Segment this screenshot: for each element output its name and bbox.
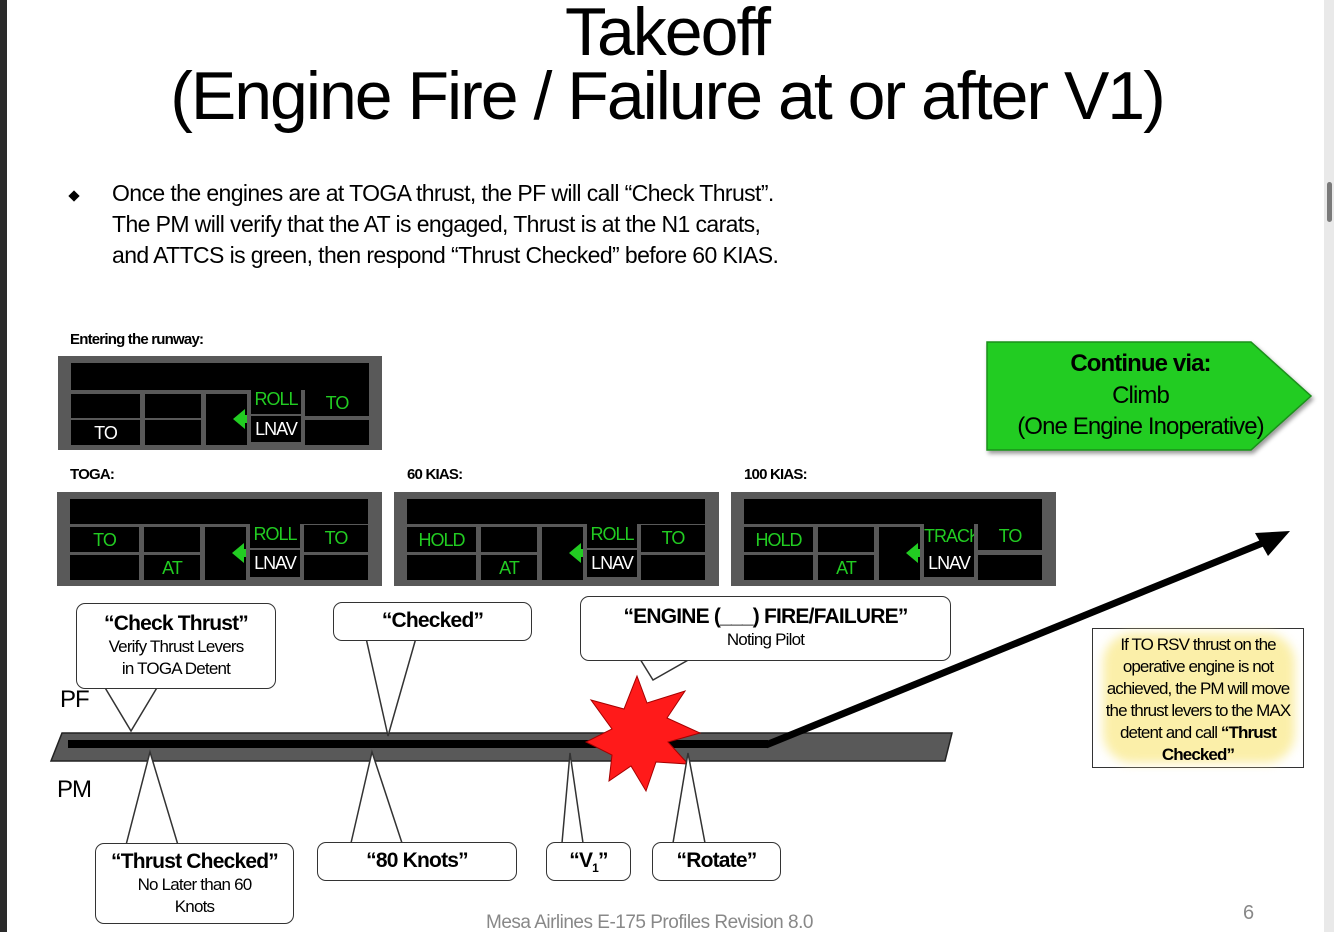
v1-close: ”: [598, 849, 608, 872]
note-box: If TO RSV thrust on the operative engine…: [1092, 628, 1304, 768]
note-text: If TO RSV thrust on the operative engine…: [1105, 635, 1291, 742]
callout-text: Noting Pilot: [726, 630, 805, 649]
climb-arrow-head-icon: [1255, 531, 1290, 556]
fma-cell: TO: [304, 525, 368, 552]
fma-arrow-cell: [205, 527, 246, 580]
footer-text: Mesa Airlines E-175 Profiles Revision 8.…: [486, 912, 813, 933]
pf-label: PF: [60, 686, 90, 713]
fma-arrow-cell: [542, 527, 583, 580]
left-arrow-icon: [905, 543, 920, 563]
scrollbar[interactable]: [1324, 0, 1334, 932]
left-arrow-icon: [568, 543, 583, 563]
callout-heading: “Thrust Checked”: [111, 850, 279, 873]
fma-cell: [145, 420, 201, 445]
fma-cell: [71, 394, 140, 418]
fma-cell: LNAV: [587, 550, 637, 577]
continue-line1: Climb: [1112, 382, 1170, 409]
page-title: Takeoff: [564, 0, 771, 70]
fma-cell: AT: [481, 555, 537, 580]
callout-engine-fire: “ENGINE (___) FIRE/FAILURE” Noting Pilot: [580, 596, 951, 661]
fma-cell: TO: [978, 523, 1042, 550]
fma-cell: TO: [641, 525, 705, 552]
fma-top-bar: [70, 499, 368, 524]
fma-label-toga: TOGA:: [70, 466, 115, 483]
fma-cell: AT: [144, 555, 200, 580]
page-subtitle: (Engine Fire / Failure at or after V1): [170, 58, 1166, 134]
fma-arrow-cell: [879, 527, 920, 580]
fma-label-60kias: 60 KIAS:: [407, 466, 463, 483]
left-arrow-icon: [231, 543, 246, 563]
fire-burst-icon: [584, 674, 702, 793]
fma-arrow-cell: [206, 394, 247, 445]
fma-cell: [407, 555, 476, 580]
callout-text: in TOGA Detent: [121, 659, 231, 678]
fma-cell: LNAV: [251, 416, 301, 442]
fma-cell: HOLD: [744, 527, 813, 552]
scrollbar-thumb[interactable]: [1327, 182, 1332, 222]
continue-heading: Continue via:: [1070, 350, 1211, 377]
fma-cell: ROLL: [251, 386, 301, 414]
fma-top-bar: [407, 499, 705, 524]
fma-cell: ROLL: [587, 521, 637, 548]
fma-top-bar: [71, 363, 369, 390]
left-edge-strip: [0, 0, 7, 932]
fma-cell: HOLD: [407, 527, 476, 552]
fma-cell: [145, 394, 201, 418]
callout-thrust-checked: “Thrust Checked” No Later than 60 Knots: [95, 843, 294, 924]
fma-top-bar: [744, 499, 1042, 524]
climb-line: [764, 536, 1272, 749]
continue-box: Continue via: Climb (One Engine Inoperat…: [988, 348, 1293, 442]
callout-heading: “Checked”: [381, 609, 484, 632]
continue-arrow-shape: [986, 341, 1313, 451]
callout-text: Verify Thrust Levers: [108, 637, 245, 656]
left-arrow-icon: [232, 409, 247, 429]
fma-cell: [70, 555, 139, 580]
fma-cell: AT: [818, 555, 874, 580]
v1-subscript: 1: [592, 861, 599, 876]
fma-cell: LNAV: [250, 550, 300, 577]
callout-heading: “ENGINE (___) FIRE/FAILURE”: [623, 605, 908, 628]
fma-cell: TO: [71, 420, 140, 445]
callout-checked: “Checked”: [333, 602, 532, 641]
fma-cell: [818, 527, 874, 552]
fma-cell: TO: [305, 390, 369, 416]
fma-display-runway: TO ROLL LNAV TO: [58, 356, 382, 450]
fma-display-60kias: HOLD AT ROLL LNAV TO: [394, 492, 719, 586]
fma-cell: ROLL: [250, 521, 300, 548]
callout-check-thrust: “Check Thrust” Verify Thrust Levers in T…: [76, 603, 276, 689]
fma-cell: [481, 527, 537, 552]
callout-heading: “V1”: [547, 849, 630, 880]
callout-heading: “80 Knots”: [366, 849, 468, 872]
callout-v1: “V1”: [546, 842, 631, 881]
fma-cell: TO: [70, 527, 139, 552]
note-bold: “Thrust Checked”: [1161, 723, 1277, 764]
fma-cell: LNAV: [924, 550, 974, 577]
fma-cell: [304, 555, 368, 580]
fma-label-100kias: 100 KIAS:: [744, 466, 808, 483]
note-text-wrap: If TO RSV thrust on the operative engine…: [1093, 629, 1303, 771]
fma-cell: TRACK: [924, 523, 974, 550]
fma-cell: [144, 527, 200, 552]
fma-cell: [744, 555, 813, 580]
callout-80-knots: “80 Knots”: [317, 842, 517, 881]
callout-rotate: “Rotate”: [652, 842, 781, 881]
fma-label-runway: Entering the runway:: [70, 331, 204, 348]
callout-heading: “Check Thrust”: [104, 612, 249, 635]
fma-cell: [305, 420, 369, 445]
pm-label: PM: [57, 776, 92, 803]
page-number: 6: [1243, 902, 1255, 924]
bullet-text: Once the engines are at TOGA thrust, the…: [112, 180, 779, 268]
continue-line2: (One Engine Inoperative): [1017, 413, 1264, 440]
fma-display-toga: TO AT ROLL LNAV TO: [57, 492, 382, 586]
fma-cell: [641, 555, 705, 580]
fma-cell: [978, 555, 1042, 580]
callout-text: Knots: [174, 897, 215, 916]
v1-open: “V: [569, 849, 593, 872]
fma-display-100kias: HOLD AT TRACK LNAV TO: [731, 492, 1056, 586]
callout-text: No Later than 60: [137, 875, 253, 894]
callout-heading: “Rotate”: [676, 849, 758, 872]
highlight-mark: [1103, 633, 1295, 763]
